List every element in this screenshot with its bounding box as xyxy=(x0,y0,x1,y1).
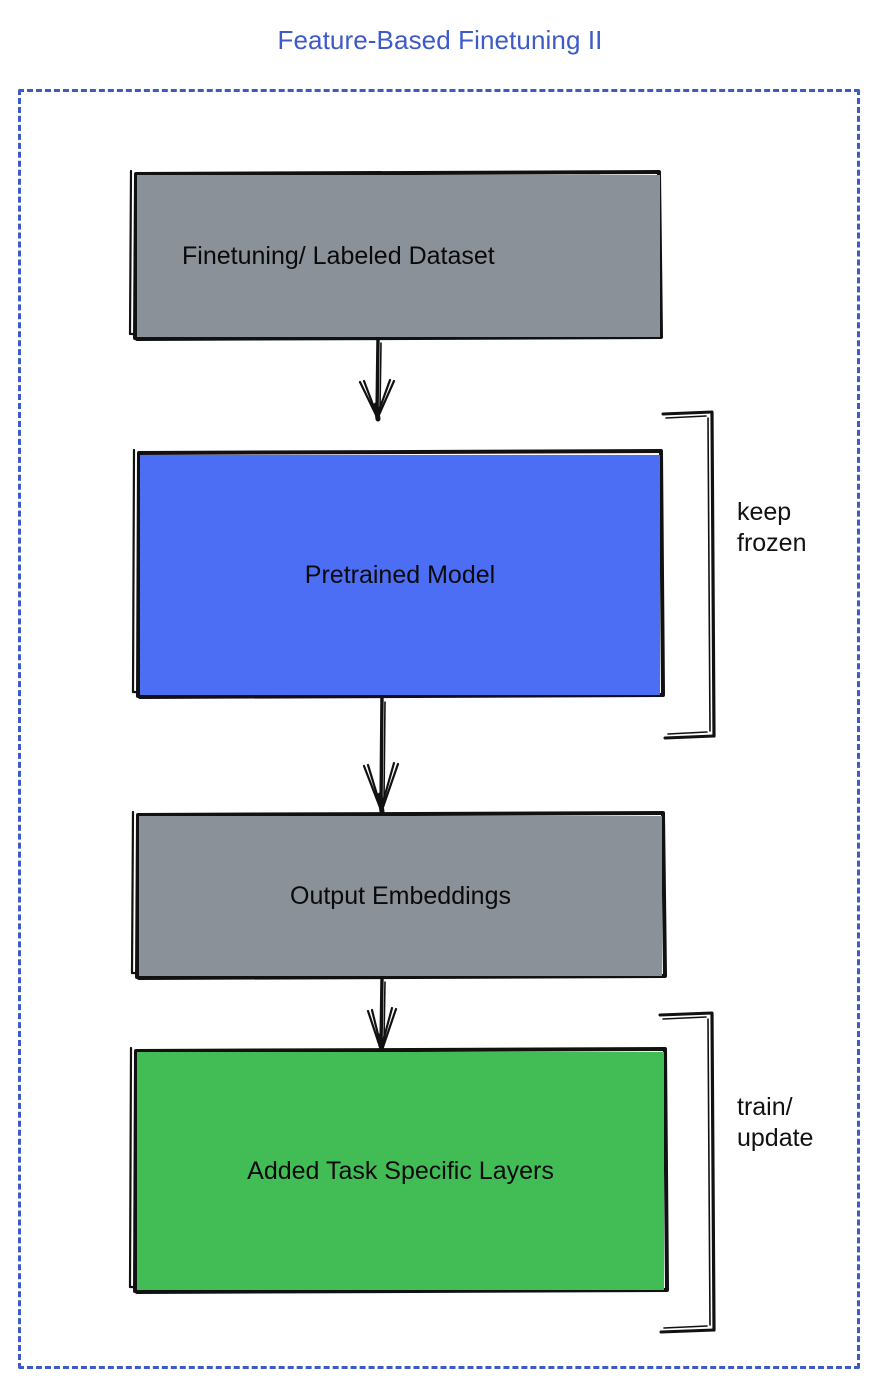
node-label-layers: Added Task Specific Layers xyxy=(247,1156,554,1185)
node-finetuning-labeled-dataset[interactable]: Finetuning/ Labeled Dataset xyxy=(137,175,660,337)
node-output-embeddings[interactable]: Output Embeddings xyxy=(139,816,662,976)
node-label-embeddings: Output Embeddings xyxy=(290,881,511,910)
node-label-dataset: Finetuning/ Labeled Dataset xyxy=(182,241,495,270)
bracket-train-update xyxy=(658,1011,716,1334)
annotation-train-update: train/ update xyxy=(737,1093,814,1152)
node-pretrained-model[interactable]: Pretrained Model xyxy=(140,455,660,695)
node-added-task-specific-layers[interactable]: Added Task Specific Layers xyxy=(137,1052,664,1290)
node-label-pretrained: Pretrained Model xyxy=(304,560,496,589)
page-title: Feature-Based Finetuning II xyxy=(277,25,603,55)
arrow-embeddings-to-layers xyxy=(366,976,398,1055)
bracket-keep-frozen xyxy=(661,410,716,740)
arrow-pretrained-to-embeddings xyxy=(362,695,400,815)
annotation-keep-frozen: keep frozen xyxy=(737,498,807,557)
arrow-dataset-to-pretrained xyxy=(358,337,396,422)
